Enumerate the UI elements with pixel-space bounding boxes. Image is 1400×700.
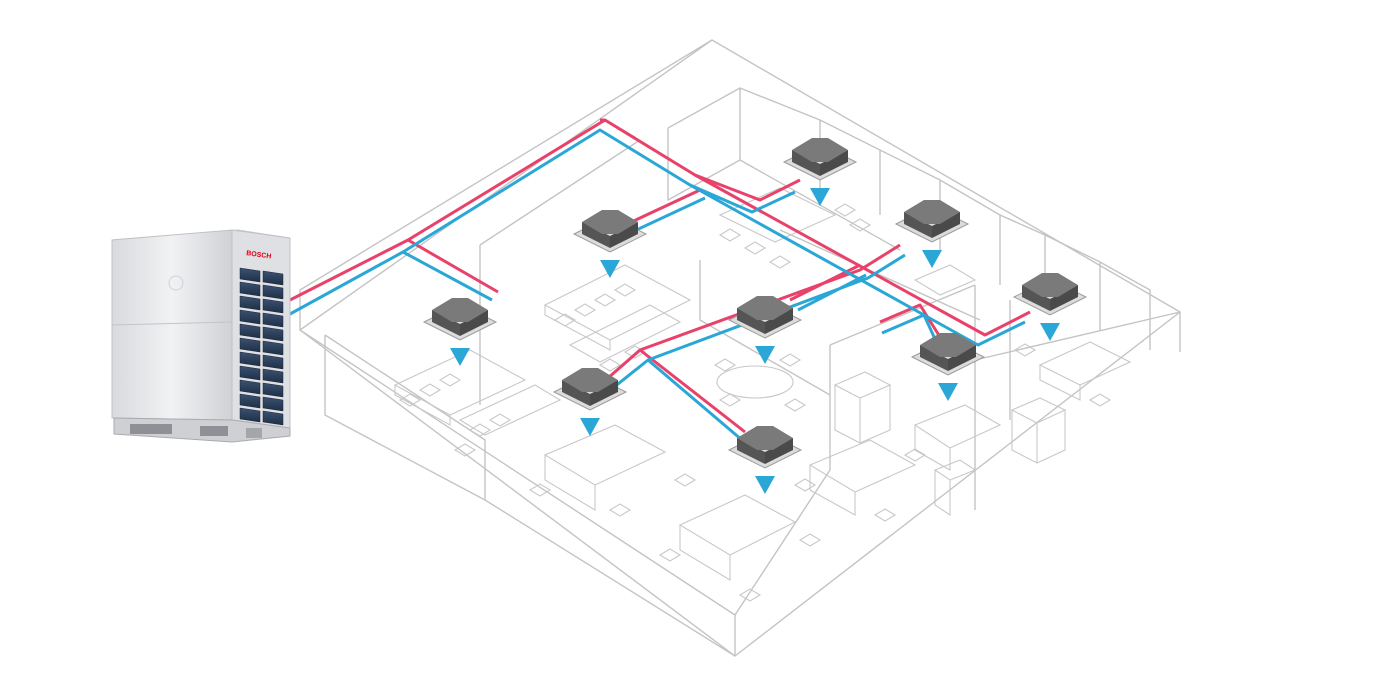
airflow-arrow-down-icon xyxy=(938,383,958,401)
ceiling-cassette-icon xyxy=(727,426,803,469)
desk-row-centre xyxy=(543,264,692,363)
liquid-line xyxy=(289,128,1026,442)
ceiling-cassette-icon xyxy=(910,333,986,376)
chairs-right xyxy=(718,203,1112,407)
coil-cell xyxy=(262,312,284,328)
cabinets xyxy=(833,371,1067,517)
ceiling-cassette-icon xyxy=(422,298,498,341)
cassette-side-right xyxy=(820,150,848,176)
cassette-top xyxy=(432,298,488,322)
cassette-top xyxy=(737,296,793,320)
cassette-top xyxy=(582,210,638,234)
coil-cell xyxy=(239,267,261,283)
airflow-arrow-down-icon xyxy=(600,260,620,278)
coil-cell xyxy=(262,284,284,300)
base-slot-left xyxy=(130,424,172,434)
coil-cell xyxy=(239,309,261,325)
meeting-table xyxy=(716,365,794,399)
coil-cell xyxy=(239,323,261,339)
desks-right xyxy=(718,187,1132,401)
coil-cell xyxy=(239,407,261,423)
cassette-top xyxy=(1022,273,1078,297)
refrigerant-pipework xyxy=(289,118,1031,442)
outdoor-unit-logo-emboss xyxy=(168,275,184,291)
cassette-side-left xyxy=(432,310,460,336)
ceiling-cassette-icon xyxy=(727,296,803,339)
ceiling-cassette-icon xyxy=(552,368,628,411)
cassette-side-left xyxy=(1022,285,1050,311)
cassette-side-right xyxy=(610,222,638,248)
cassette-top xyxy=(920,333,976,357)
coil-cell xyxy=(262,298,284,314)
coil-cell xyxy=(239,379,261,395)
cassette-side-right xyxy=(932,212,960,238)
building-walls xyxy=(299,39,1181,657)
workstations-bottom xyxy=(543,404,1002,581)
cassette-side-right xyxy=(765,308,793,334)
heat-exchanger-coil xyxy=(239,267,284,426)
airflow-arrow-down-icon xyxy=(810,188,830,206)
coil-cell xyxy=(262,410,284,426)
coil-cell xyxy=(239,337,261,353)
outdoor-unit-panel-seam xyxy=(111,321,233,326)
coil-cell xyxy=(262,270,284,286)
airflow-arrow-down-icon xyxy=(922,250,942,268)
airflow-arrow-down-icon xyxy=(1040,323,1060,341)
coil-cell xyxy=(262,382,284,398)
ceiling-cassette-icon xyxy=(572,210,648,253)
chairs-bottom xyxy=(528,448,927,602)
cassette-side-left xyxy=(792,150,820,176)
office-furniture xyxy=(393,187,1132,602)
cassette-side-left xyxy=(737,308,765,334)
outdoor-unit: BOSCH xyxy=(111,229,291,443)
coil-cell xyxy=(239,351,261,367)
airflow-arrow-down-icon xyxy=(580,418,600,436)
airflow-arrow-down-icon xyxy=(450,348,470,366)
coil-cell xyxy=(239,281,261,297)
cassette-side-left xyxy=(582,222,610,248)
cassette-side-left xyxy=(562,380,590,406)
base-slot-side xyxy=(246,428,262,438)
coil-cell xyxy=(262,396,284,412)
interior-partitions xyxy=(324,87,1181,657)
chairs-centre xyxy=(553,283,647,372)
cassette-side-right xyxy=(460,310,488,336)
cassette-top xyxy=(737,426,793,450)
ceiling-cassette-icon xyxy=(782,138,858,181)
coil-cell xyxy=(262,340,284,356)
coil-cell xyxy=(239,393,261,409)
coil-cell xyxy=(262,368,284,384)
cassette-side-right xyxy=(948,345,976,371)
ceiling-cassette-icon xyxy=(894,200,970,243)
desk-row-left xyxy=(393,349,562,436)
ceiling-cassette-icon xyxy=(1012,273,1088,316)
base-slot-right xyxy=(200,426,228,436)
cassette-side-left xyxy=(920,345,948,371)
coil-cell xyxy=(262,354,284,370)
coil-cell xyxy=(239,295,261,311)
cassette-side-right xyxy=(765,438,793,464)
coil-cell xyxy=(239,365,261,381)
cassette-side-left xyxy=(737,438,765,464)
cassette-top xyxy=(792,138,848,162)
meeting-chairs xyxy=(713,353,807,412)
airflow-arrow-down-icon xyxy=(755,346,775,364)
cassette-side-left xyxy=(904,212,932,238)
cassette-side-right xyxy=(1050,285,1078,311)
cassette-side-right xyxy=(590,380,618,406)
brand-label: BOSCH xyxy=(246,250,272,260)
coil-cell xyxy=(262,326,284,342)
airflow-arrow-down-icon xyxy=(755,476,775,494)
cassette-top xyxy=(904,200,960,224)
airflow-arrows xyxy=(450,188,1060,494)
chairs-left xyxy=(398,373,512,457)
indoor-units xyxy=(422,138,1088,469)
cassette-top xyxy=(562,368,618,392)
